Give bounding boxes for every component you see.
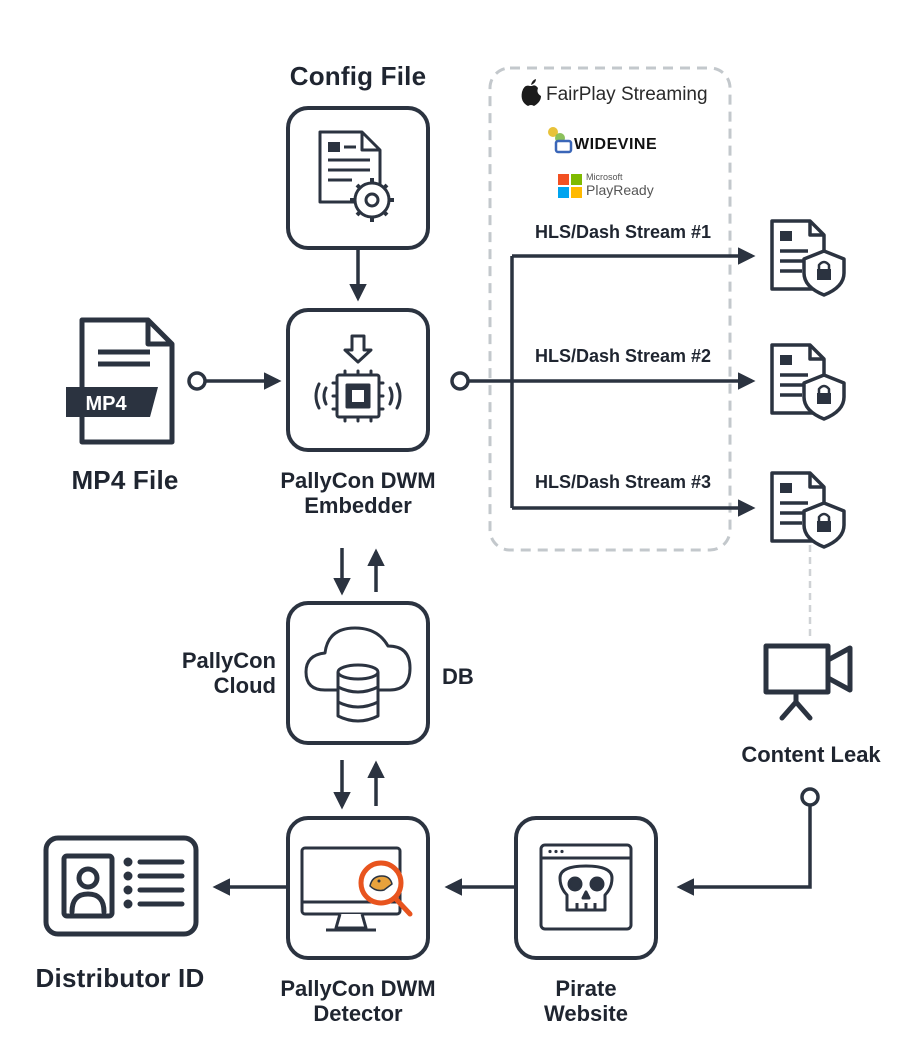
stream-1-label: HLS/Dash Stream #1 [534, 222, 712, 242]
camera-recorder-icon [763, 643, 853, 721]
pirate-label-line2: Website [544, 1001, 628, 1027]
leak-to-pirate-arrow [676, 805, 812, 896]
stream-3-label: HLS/Dash Stream #3 [534, 472, 712, 492]
drm-group-frame [488, 66, 732, 552]
detector-label-line2: Detector [313, 1001, 403, 1027]
mp4-output-port [187, 371, 207, 391]
cloud-label: PallyCon Cloud [160, 648, 276, 699]
fairplay-label: FairPlay Streaming [546, 84, 708, 105]
embedder-label: PallyCon DWM Embedder [258, 468, 458, 519]
mp4-file-label: MP4 File [71, 465, 179, 495]
protected-document-icon [770, 471, 846, 549]
playready-label: PlayReady [586, 182, 654, 198]
config-file-label: Config File [289, 61, 427, 91]
mp4-document-icon [66, 317, 175, 445]
apple-logo-icon [521, 79, 541, 106]
protected-document-icon [770, 343, 846, 421]
content-leak-label: Content Leak [741, 742, 881, 767]
playready-small-label: Microsoft [586, 172, 623, 182]
monitor-magnifier-icon [300, 846, 413, 932]
protected-document-icon [770, 219, 846, 297]
skull-browser-icon [539, 843, 633, 931]
mp4-badge-text: MP4 [85, 393, 127, 415]
chip-signal-icon [314, 334, 402, 423]
document-gear-icon [318, 130, 394, 222]
microsoft-logo-icon [558, 174, 582, 198]
cloud-label-line1: PallyCon [181, 648, 276, 673]
detector-label: PallyCon DWM Detector [258, 976, 458, 1027]
pirate-website-label: Pirate Website [506, 976, 666, 1027]
detector-label-line1: PallyCon DWM [280, 976, 436, 1001]
embedder-label-line1: PallyCon DWM [280, 468, 436, 493]
widevine-label: WIDEVINE [574, 136, 658, 153]
distributor-id-label: Distributor ID [35, 963, 205, 993]
cloud-database-icon [304, 626, 412, 723]
id-card-icon [43, 835, 199, 937]
pirate-label-line1: Pirate [555, 976, 617, 1001]
embedder-box [286, 308, 430, 452]
leak-output-port [800, 787, 820, 807]
cloud-label-line2: Cloud [213, 673, 276, 699]
embedder-label-line2: Embedder [304, 493, 412, 519]
widevine-logo-icon [548, 127, 573, 154]
embedder-output-port [450, 371, 470, 391]
db-label: DB [442, 664, 474, 689]
stream-2-label: HLS/Dash Stream #2 [534, 346, 712, 366]
